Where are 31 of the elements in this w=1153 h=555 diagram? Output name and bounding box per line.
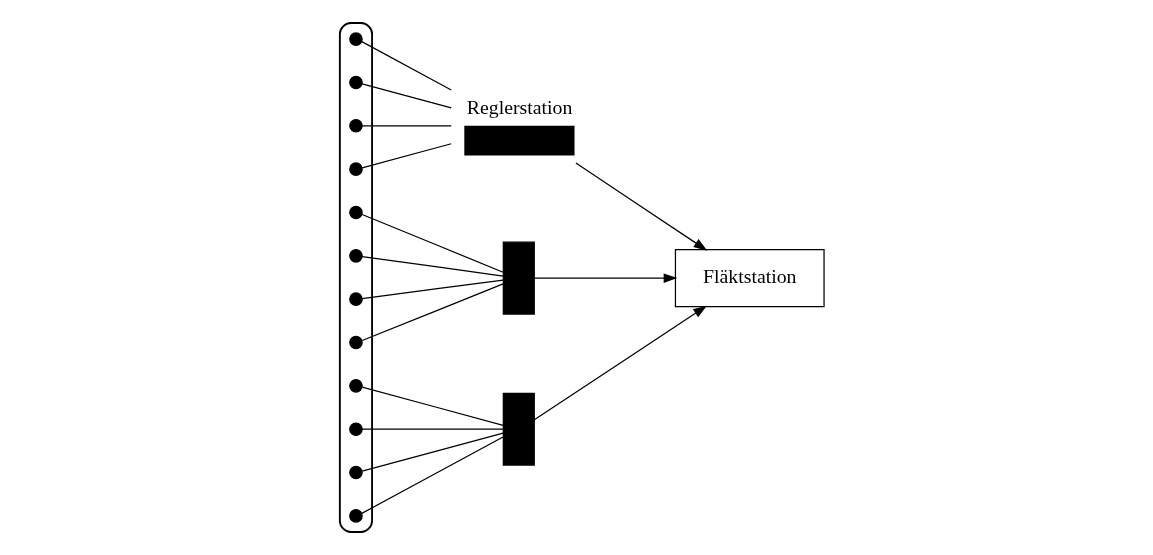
node-circle: [348, 205, 363, 220]
connector: [361, 213, 504, 273]
arrow: [533, 273, 677, 283]
cluster: [338, 22, 373, 533]
connector: [361, 255, 504, 277]
node-bar: [502, 392, 535, 466]
connector: [361, 83, 452, 109]
connector: [361, 428, 504, 430]
node-circle: [348, 249, 363, 263]
node-box: [463, 125, 574, 156]
node-circle: [348, 379, 363, 393]
node-circle: [348, 422, 363, 436]
connector: [361, 125, 452, 127]
node-bar: [502, 241, 535, 315]
node-circle: [348, 119, 363, 133]
node-circle: [348, 292, 363, 306]
node-circle: [348, 465, 363, 480]
connector: [361, 143, 452, 169]
connector: [361, 432, 504, 472]
node-circle: [348, 335, 363, 350]
connector: [361, 283, 504, 342]
connector: [361, 386, 504, 426]
arrow: [574, 162, 707, 251]
node-box: Fläktstation: [674, 249, 825, 308]
node-label: Reglerstation: [466, 96, 572, 119]
node-circle: [348, 162, 363, 176]
node-circle: [348, 75, 363, 90]
node-circle: [348, 32, 363, 46]
node-circle: [348, 509, 363, 523]
connector: [361, 279, 504, 300]
arrow: [533, 305, 707, 421]
